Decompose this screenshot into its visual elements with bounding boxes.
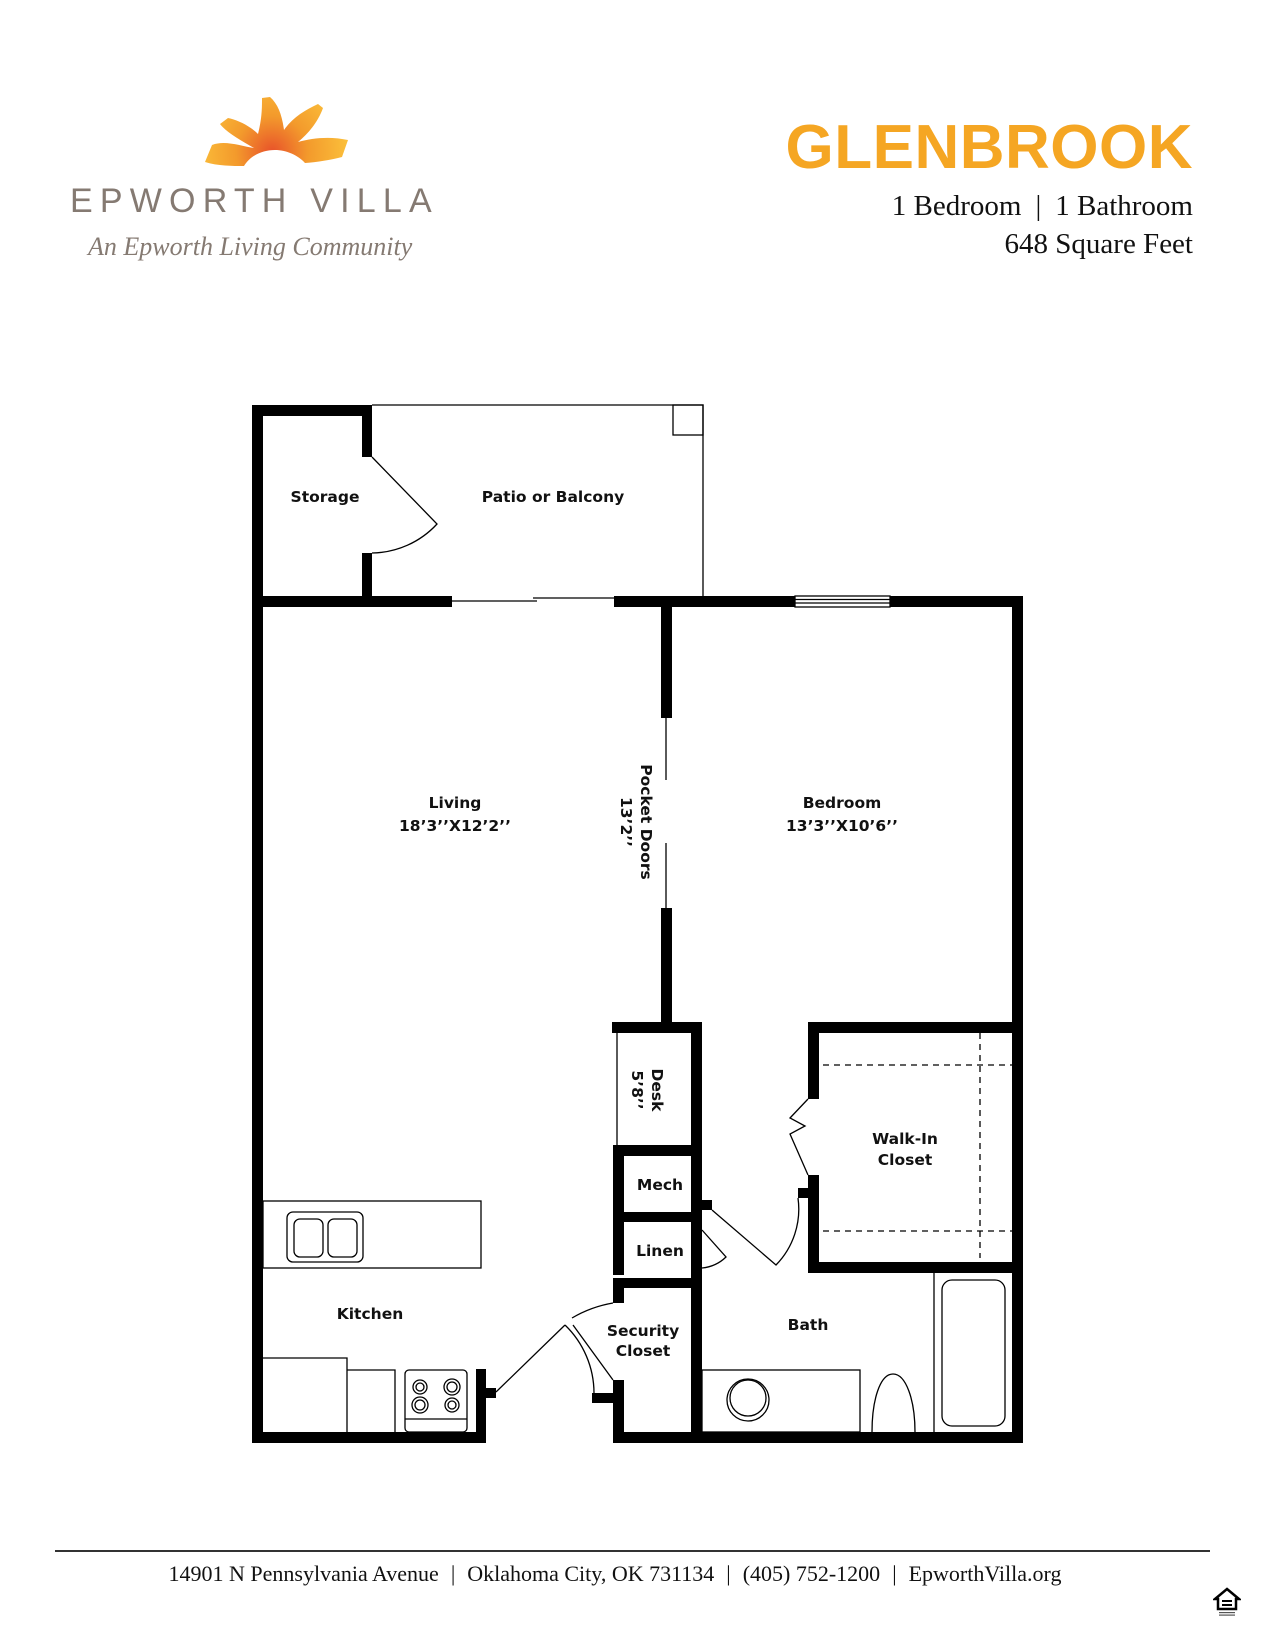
wall — [808, 1022, 1023, 1033]
kitchen-cabinets — [263, 1357, 396, 1432]
room-label-security-closet: Security — [607, 1322, 679, 1340]
room-label-walkin-closet: Walk-In — [872, 1130, 938, 1148]
wall — [252, 405, 372, 416]
bathtub — [941, 1279, 1006, 1427]
plan-area: 648 Square Feet — [1004, 228, 1193, 260]
storage-door — [371, 456, 438, 554]
wall — [798, 1188, 810, 1198]
wall — [613, 1145, 624, 1275]
burner — [444, 1397, 460, 1413]
burner — [443, 1378, 461, 1396]
separator: | — [1035, 190, 1042, 222]
wall — [362, 553, 372, 606]
security-closet-door — [564, 1302, 614, 1394]
wall — [661, 908, 672, 1032]
wall — [613, 1432, 1023, 1443]
footer-address: 14901 N Pennsylvania Avenue — [168, 1561, 439, 1586]
kitchen-counter — [262, 1200, 482, 1269]
room-label-walkin-closet-2: Closet — [878, 1151, 933, 1169]
wall — [486, 1388, 496, 1398]
bathroom-count: 1 Bathroom — [1055, 190, 1193, 222]
floor-plan: Storage Patio or Balcony Living 18’3’’X1… — [252, 404, 1023, 1443]
wall — [252, 1432, 486, 1443]
wall — [808, 1262, 1023, 1273]
wall — [613, 1212, 702, 1222]
sink-basin — [327, 1218, 358, 1258]
room-label-patio: Patio or Balcony — [482, 488, 624, 506]
equal-housing-opportunity-icon — [1213, 1587, 1241, 1616]
wall — [702, 1200, 712, 1210]
walls — [252, 405, 1023, 1443]
room-label-bath: Bath — [788, 1316, 829, 1334]
footer-divider — [55, 1550, 1210, 1552]
wall — [592, 1393, 617, 1403]
sunburst-flower-icon — [205, 97, 348, 166]
bedroom-window — [794, 595, 891, 608]
kitchen-sink — [286, 1211, 364, 1263]
closet-bifold-door — [788, 1098, 809, 1176]
room-dims-living: 18’3’’X12’2’’ — [399, 817, 511, 835]
linen-door — [701, 1229, 727, 1269]
stove — [404, 1369, 468, 1433]
toilet — [871, 1373, 916, 1433]
brand-name: EPWORTH VILLA — [70, 182, 439, 220]
burner — [412, 1379, 428, 1395]
separator: | — [892, 1561, 897, 1586]
wall — [476, 1369, 486, 1443]
room-label-pocket-doors: Pocket Doors — [637, 764, 655, 879]
wall — [808, 1175, 819, 1273]
room-dims-bedroom: 13’3’’X10’6’’ — [786, 817, 898, 835]
room-label-storage: Storage — [291, 488, 360, 506]
fixtures — [262, 404, 1012, 1433]
footer-phone[interactable]: (405) 752-1200 — [742, 1561, 881, 1586]
wall — [1012, 596, 1023, 1443]
wall — [613, 1380, 624, 1443]
wall — [613, 1278, 702, 1288]
entry-door — [495, 1324, 566, 1393]
separator: | — [726, 1561, 731, 1586]
wall — [613, 1278, 624, 1303]
room-label-mech: Mech — [637, 1176, 683, 1194]
wall — [613, 1145, 702, 1156]
wall — [808, 1022, 819, 1099]
wall — [612, 1022, 702, 1033]
bath-door — [711, 1197, 800, 1266]
sink-basin — [293, 1218, 324, 1258]
burner — [411, 1396, 429, 1414]
bedroom-count: 1 Bedroom — [891, 190, 1022, 222]
footer-contact: 14901 N Pennsylvania Avenue | Oklahoma Cit… — [0, 1561, 1275, 1587]
room-label-kitchen: Kitchen — [337, 1305, 404, 1323]
plan-title: GLENBROOK — [785, 113, 1193, 182]
wall — [362, 405, 372, 457]
patio-corner-post — [672, 404, 704, 436]
wall — [691, 1022, 702, 1443]
room-label-bedroom: Bedroom — [803, 794, 882, 812]
brand-tagline: An Epworth Living Community — [88, 232, 413, 261]
bath-vanity — [701, 1369, 861, 1433]
wall — [252, 596, 452, 607]
room-label-desk: Desk — [648, 1069, 666, 1113]
room-dims-desk: 5’8’’ — [628, 1070, 646, 1109]
footer-city: Oklahoma City, OK 731134 — [467, 1561, 715, 1586]
separator: | — [450, 1561, 456, 1586]
room-label-linen: Linen — [636, 1242, 684, 1260]
room-label-security-closet-2: Closet — [616, 1342, 671, 1360]
wall — [252, 405, 263, 1443]
room-label-living: Living — [429, 794, 482, 812]
wall — [661, 596, 672, 718]
bath-sink — [726, 1378, 770, 1422]
room-dims-pocket-doors: 13’2’’ — [617, 797, 635, 847]
plan-rooms: 1 Bedroom | 1 Bathroom — [892, 190, 1193, 223]
footer-website-link[interactable]: EpworthVilla.org — [908, 1561, 1062, 1586]
